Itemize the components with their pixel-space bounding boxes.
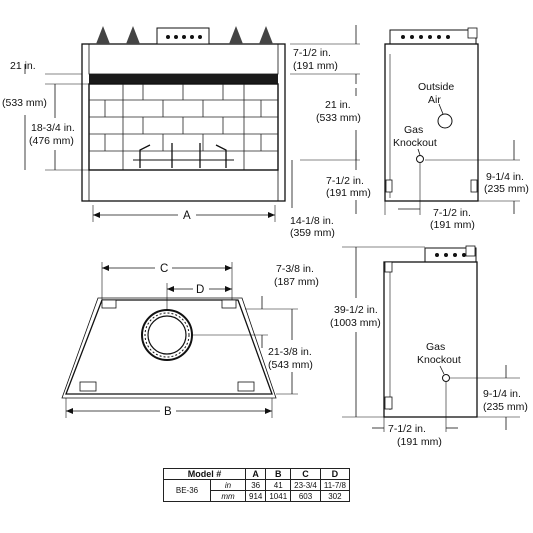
flue-offset-label: 7-3/8 in. (276, 263, 314, 275)
tall-height-mm-label: (1003 mm) (330, 317, 381, 329)
gas-knockout-label-2: Knockout (393, 137, 437, 149)
model-dimension-table: Model # A B C D BE-36 in 36 41 23-3/4 11… (163, 468, 350, 502)
unit-cell: in (210, 479, 246, 491)
side-depth-mm-label: (191 mm) (430, 219, 475, 231)
flue-collar (141, 309, 193, 361)
knockout-height-mm-label: (235 mm) (484, 183, 529, 195)
table-cell: 302 (319, 490, 350, 502)
table-cell: 36 (244, 479, 267, 491)
table-row: BE-36 in 36 41 23-3/4 11-7/8 (163, 479, 350, 502)
front-height-label: 21 in. (10, 60, 36, 72)
right-knockout-height-mm-label: (235 mm) (483, 401, 528, 413)
table-header-model: Model # (163, 468, 246, 480)
table-cell: 603 (290, 490, 321, 502)
top-depth-mm-label: (543 mm) (268, 359, 313, 371)
table-cell: 1041 (265, 490, 292, 502)
gas-knockout-label: Gas (404, 124, 423, 136)
table-header-row: Model # A B C D (163, 468, 350, 480)
model-cell: BE-36 (163, 479, 211, 502)
bottom-offset-mm-label: (191 mm) (326, 187, 371, 199)
right-depth-label: 7-1/2 in. (388, 423, 426, 435)
tall-height-label: 39-1/2 in. (334, 304, 378, 316)
opening-height-label: 18-3/4 in. (31, 122, 75, 134)
table-cell: 11-7/8 (319, 479, 350, 491)
outside-air-label: Outside (418, 81, 454, 93)
table-row: mm 914 1041 603 302 (164, 490, 350, 502)
table-header-c: C (290, 468, 321, 480)
outside-air-port (437, 113, 453, 129)
side-height-mm-label: (533 mm) (316, 112, 361, 124)
unit-cell: mm (210, 490, 246, 502)
front-height-mm-label: (533 mm) (2, 97, 47, 109)
top-offset-mm-label: (191 mm) (293, 60, 338, 72)
dimension-a-letter: A (183, 210, 191, 222)
table-cell: 41 (265, 479, 292, 491)
right-gas-knockout (442, 374, 450, 382)
front-depth-label: 14-1/8 in. (290, 215, 334, 227)
dimension-b-letter: B (164, 406, 172, 418)
table-header-d: D (319, 468, 350, 480)
right-depth-mm-label: (191 mm) (397, 436, 442, 448)
side-dims: 7-1/2 in. (191 mm) 21 in. (533 mm) 7-1/2… (290, 25, 371, 239)
side-height-label: 21 in. (325, 99, 351, 111)
front-view: 21 in. (533 mm) 18-3/4 in. (476 mm) A (2, 26, 286, 222)
flue-offset-mm-label: (187 mm) (274, 276, 319, 288)
right-side-view: Gas Knockout 39-1/2 in. (1003 mm) 9-1/4 … (330, 245, 528, 448)
brick-pattern (89, 84, 278, 170)
side-view: Outside Air Gas Knockout 9-1/4 in. (235 … (384, 27, 529, 231)
top-offset-label: 7-1/2 in. (293, 47, 331, 59)
front-depth-mm-label: (359 mm) (290, 227, 335, 239)
dimension-d-letter: D (196, 284, 204, 296)
outside-air-label-2: Air (428, 94, 441, 106)
side-depth-label: 7-1/2 in. (433, 207, 471, 219)
gas-knockout (416, 155, 424, 163)
bottom-offset-label: 7-1/2 in. (326, 175, 364, 187)
right-gas-knockout-label-2: Knockout (417, 354, 461, 366)
table-cell: 23-3/4 (290, 479, 321, 491)
opening-height-mm-label: (476 mm) (29, 135, 74, 147)
right-gas-knockout-label: Gas (426, 341, 445, 353)
top-depth-label: 21-3/8 in. (268, 346, 312, 358)
table-header-b: B (265, 468, 292, 480)
dimension-c-letter: C (160, 263, 168, 275)
knockout-height-label: 9-1/4 in. (486, 171, 524, 183)
table-header-a: A (244, 468, 267, 480)
table-cell: 914 (244, 490, 267, 502)
right-knockout-height-label: 9-1/4 in. (483, 388, 521, 400)
top-view: C D B 7-3/8 in. (187 mm) 21-3/8 in. (543… (61, 262, 319, 418)
